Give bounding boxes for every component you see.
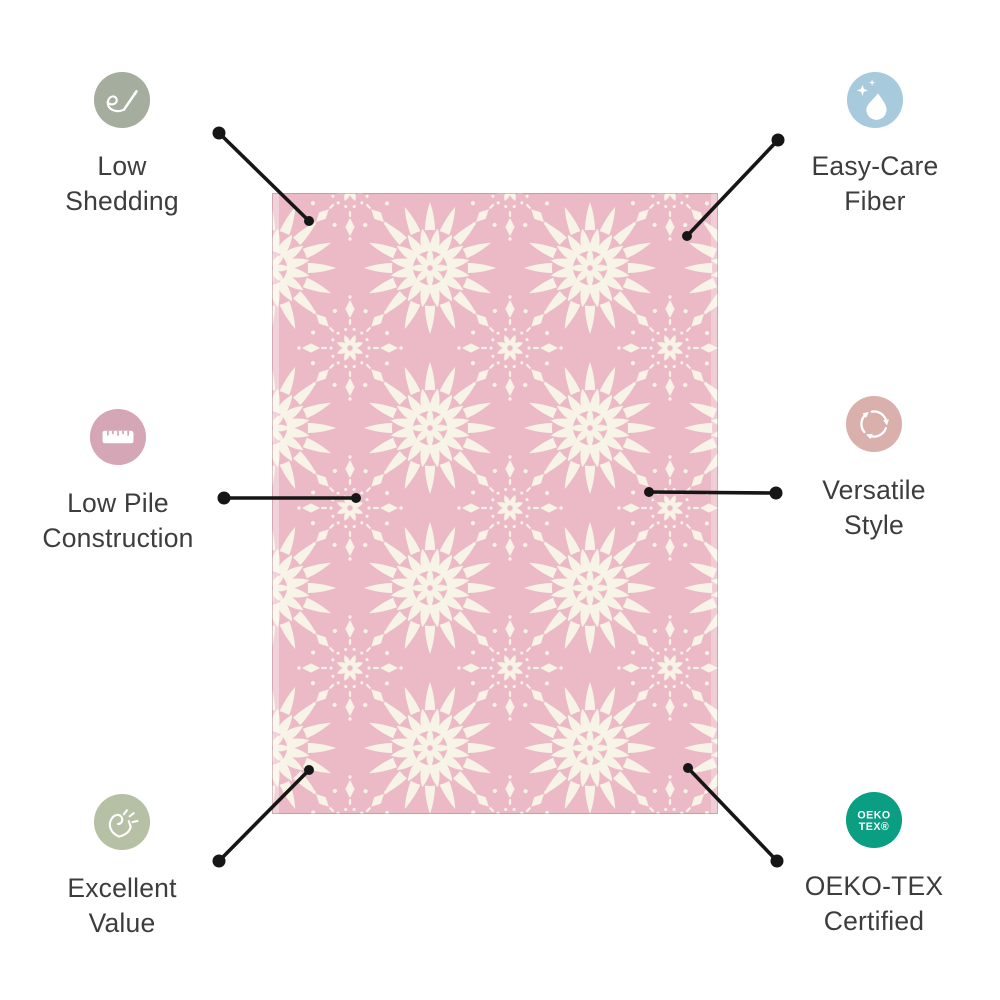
rug-image <box>272 193 718 814</box>
feature-low-pile-construction: Low Pile Construction <box>25 408 211 556</box>
feature-excellent-value: Excellent Value <box>29 793 215 941</box>
oeko-badge-line2: TEX® <box>859 821 889 833</box>
oeko-badge-line1: OEKO <box>857 810 890 822</box>
feature-label-low-pile-construction: Low Pile Construction <box>42 488 194 554</box>
feature-label-easy-care-fiber: Easy-Care Fiber <box>811 151 939 217</box>
callout-line-easy-care <box>685 138 780 238</box>
callout-line-value <box>217 768 311 863</box>
feature-label-excellent-value: Excellent Value <box>67 873 177 939</box>
feature-versatile-style: Versatile Style <box>781 395 967 543</box>
callout-line-versatile <box>647 490 778 495</box>
feature-easy-care-fiber: Easy-Care Fiber <box>782 71 968 219</box>
callout-line-low-shedding <box>217 131 311 223</box>
feature-low-shedding: Low Shedding <box>29 71 215 219</box>
ruler-icon <box>89 408 147 466</box>
snapping-fingers-icon <box>93 793 151 851</box>
needle-thread-icon <box>93 71 151 129</box>
rotating-arrows-icon <box>845 395 903 453</box>
water-drop-sparkles-icon <box>846 71 904 129</box>
rug-left-edge <box>272 193 279 814</box>
feature-label-oeko-tex-certified: OEKO-TEX Certified <box>804 871 944 937</box>
callout-dots <box>212 126 785 868</box>
rug-right-edge <box>711 193 718 814</box>
feature-label-low-shedding: Low Shedding <box>65 151 179 217</box>
feature-label-versatile-style: Versatile Style <box>822 475 926 541</box>
callout-line-oeko <box>686 766 779 863</box>
feature-oeko-tex-certified: OEKO TEX® OEKO-TEX Certified <box>781 791 967 939</box>
callout-lines <box>217 131 780 863</box>
oeko-tex-badge-icon: OEKO TEX® <box>845 791 903 849</box>
